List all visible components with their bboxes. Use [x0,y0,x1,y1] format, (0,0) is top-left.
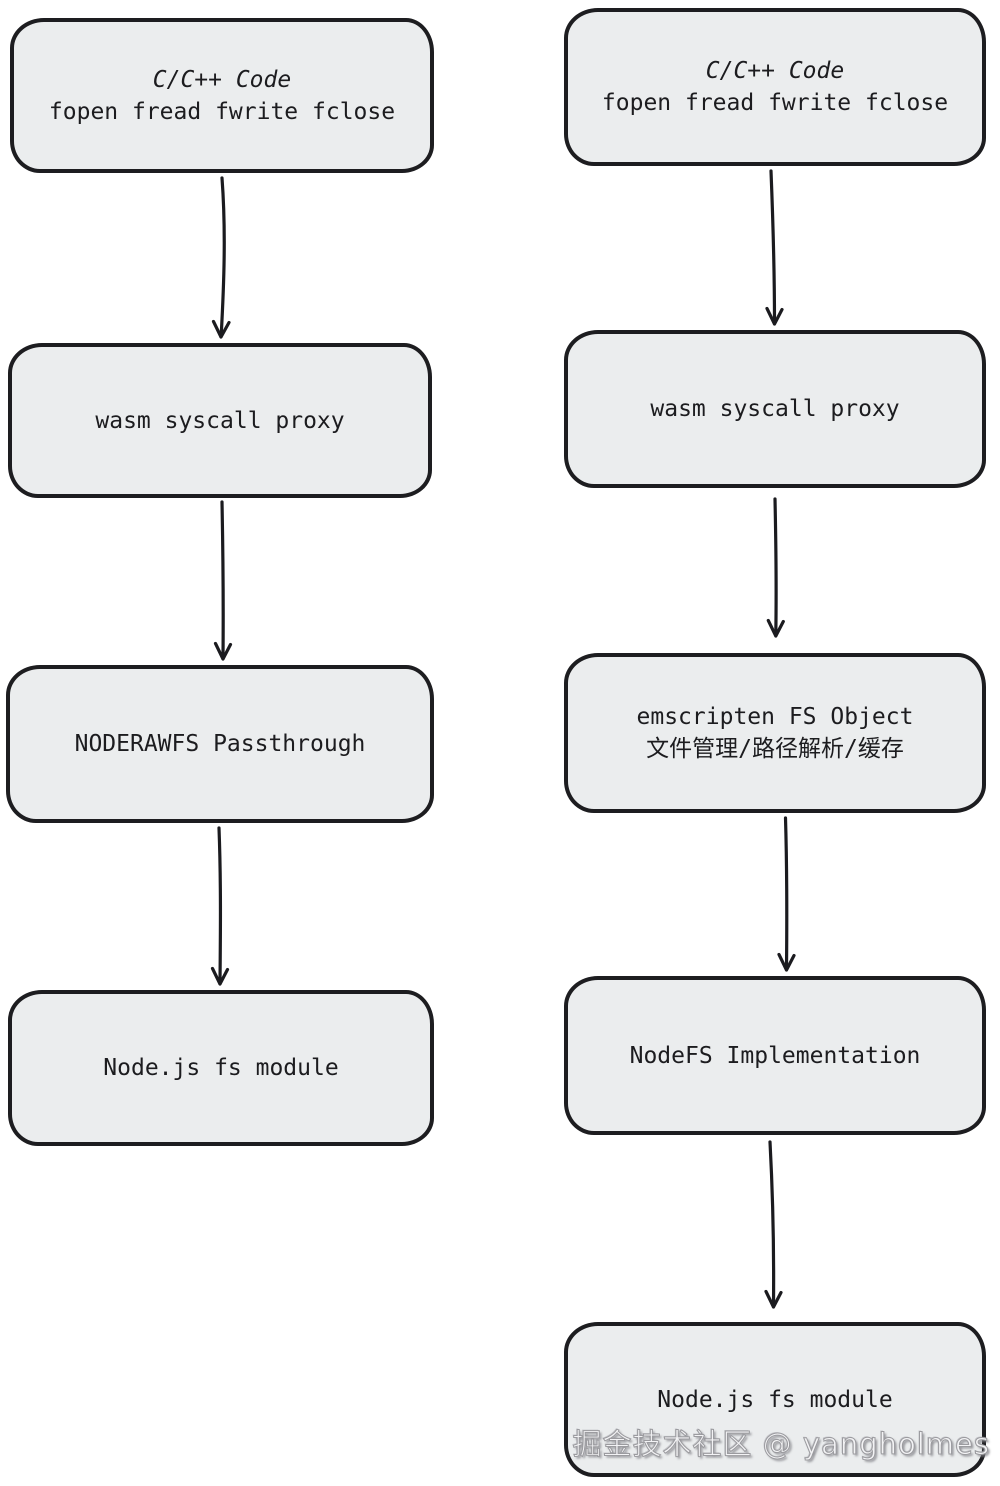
node-cc-code-left: C/C++ Code fopen fread fwrite fclose [10,18,434,173]
watermark: 掘金技术社区 @ yangholmes [572,1427,990,1462]
node-nodejs-fs-module-right: Node.js fs module [564,1322,986,1477]
node-noderawfs-passthrough: NODERAWFS Passthrough [6,665,434,823]
arrow-right-4 [764,1140,783,1309]
node-line: C/C++ Code [705,58,845,84]
node-line: NodeFS Implementation [629,1042,921,1069]
node-nodefs-implementation: NodeFS Implementation [564,976,986,1135]
node-line: C/C++ Code [152,66,292,93]
node-line: 文件管理/路径解析/缓存 [646,736,904,762]
node-line: fopen fread fwrite fclose [48,98,396,125]
node-wasm-syscall-proxy-left: wasm syscall proxy [8,343,432,498]
arrow-left-3 [210,826,230,986]
arrow-right-3 [777,816,796,972]
node-line: Node.js fs module [103,1055,339,1081]
node-line: wasm syscall proxy [95,407,345,434]
node-wasm-syscall-proxy-right: wasm syscall proxy [564,330,986,488]
node-line: emscripten FS Object [636,704,914,730]
node-line: wasm syscall proxy [650,396,900,422]
node-nodejs-fs-module-left: Node.js fs module [8,990,434,1146]
arrow-right-2 [766,497,785,638]
node-cc-code-right: C/C++ Code fopen fread fwrite fclose [564,8,986,166]
arrow-left-1 [211,176,231,339]
node-emscripten-fs-object: emscripten FS Object 文件管理/路径解析/缓存 [564,653,986,813]
arrow-right-1 [765,169,784,326]
arrow-left-2 [213,500,233,661]
node-line: Node.js fs module [657,1386,893,1413]
node-line: NODERAWFS Passthrough [74,731,366,757]
node-line: fopen fread fwrite fclose [601,90,949,116]
